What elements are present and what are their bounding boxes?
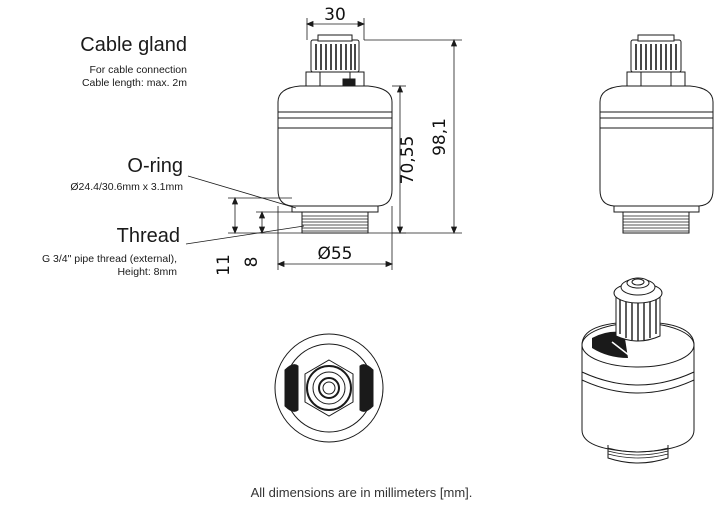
- cable-gland-line1: For cable connection: [89, 64, 187, 76]
- cable-gland-line2: Cable length: max. 2m: [81, 77, 187, 89]
- dim-thread-total: 11: [214, 254, 234, 276]
- dim-gland-width: 30: [324, 5, 346, 25]
- dimension-lines: [185, 18, 462, 270]
- side-view: [599, 34, 714, 234]
- dim-total-height: 98,1: [430, 118, 450, 156]
- units-note: All dimensions are in millimeters [mm].: [250, 485, 473, 500]
- thread-line1: G 3/4" pipe thread (external),: [41, 253, 177, 265]
- dim-thread-height: 8: [242, 257, 262, 268]
- oring-title: O-ring: [127, 155, 183, 177]
- cable-gland-title: Cable gland: [80, 34, 187, 56]
- thread-title: Thread: [116, 225, 180, 247]
- thread-desc: G 3/4" pipe thread (external), Height: 8…: [42, 253, 177, 279]
- thread-line2: Height: 8mm: [117, 266, 177, 278]
- dim-body-height: 70,55: [398, 136, 418, 185]
- front-view: [277, 34, 393, 234]
- oring-desc: Ø24.4/30.6mm x 3.1mm: [70, 181, 183, 193]
- perspective-view: [581, 277, 695, 464]
- cable-gland-desc: For cable connection Cable length: max. …: [82, 64, 187, 90]
- top-view: [274, 333, 384, 443]
- dim-diameter: Ø55: [317, 244, 352, 264]
